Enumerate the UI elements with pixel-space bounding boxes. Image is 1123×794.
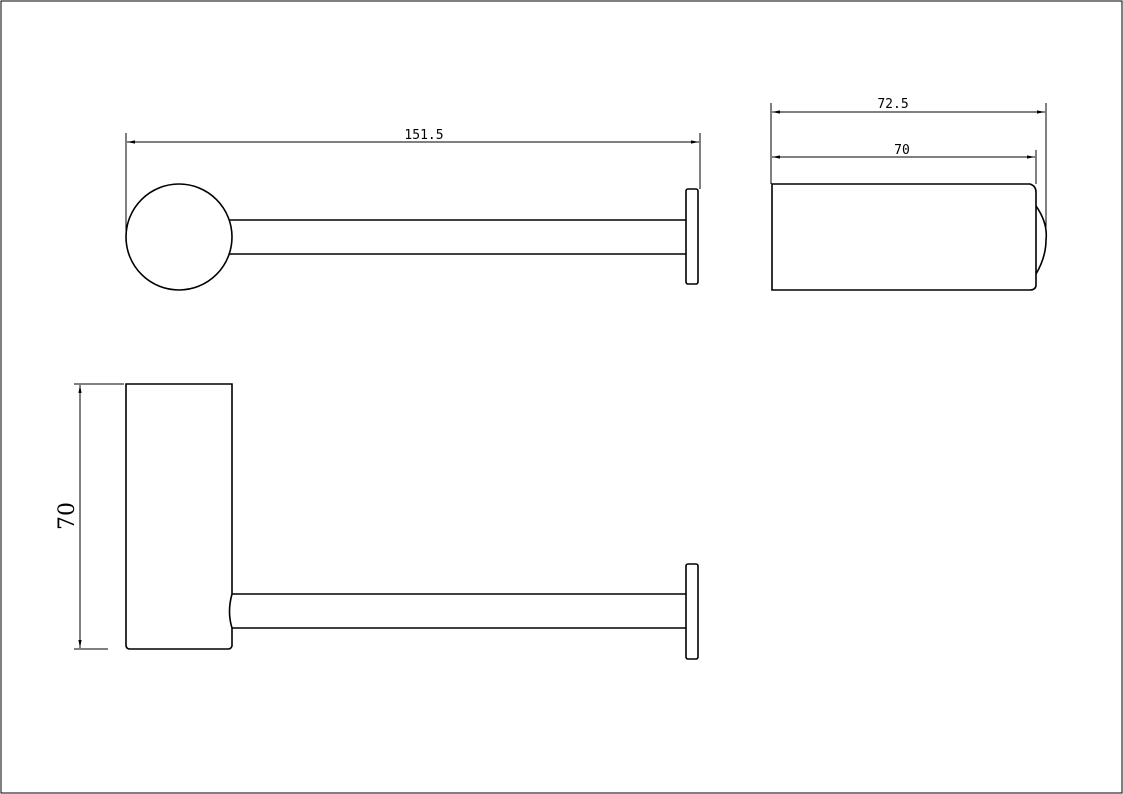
base-plate-outline — [125, 383, 233, 650]
front-end-cap — [685, 563, 699, 660]
dimension-label-side-overall: 72.5 — [877, 97, 908, 112]
dimension-label-side-body: 70 — [894, 143, 910, 158]
end-cap — [685, 188, 699, 285]
body-outline — [771, 183, 1037, 291]
dimension-front-height: 70 — [55, 383, 124, 650]
dimension-label-top-length: 151.5 — [404, 128, 443, 143]
front-view: 70 — [55, 383, 699, 660]
base-circle — [125, 183, 233, 291]
dimension-label-front-height: 70 — [55, 502, 80, 530]
top-view: 151.5 — [125, 128, 701, 291]
dimension-side-body: 70 — [772, 143, 1037, 184]
dimension-top-length: 151.5 — [125, 128, 701, 232]
dimension-side-overall: 72.5 — [770, 97, 1047, 238]
side-view: 72.5 70 — [770, 97, 1048, 291]
knob-bulge — [1035, 205, 1048, 275]
